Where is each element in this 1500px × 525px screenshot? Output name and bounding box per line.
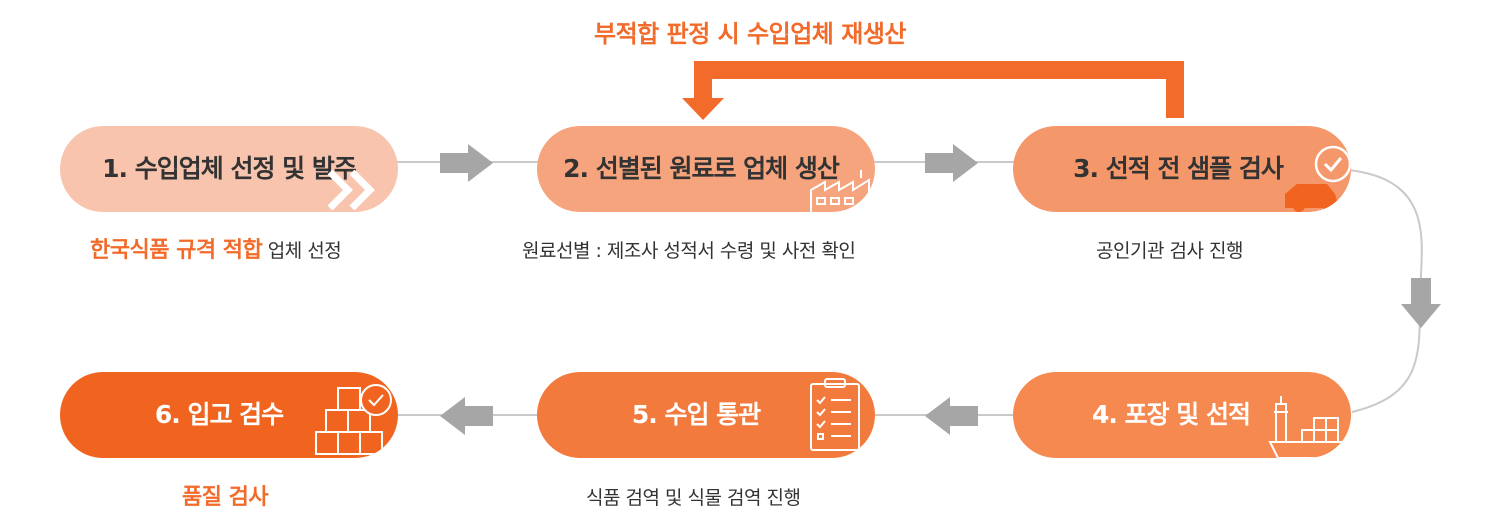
step-1-label: 1. 수입업체 선정 및 발주 [102,154,357,183]
feedback-label: 부적합 판정 시 수입업체 재생산 [594,20,906,48]
step-3-label: 3. 선적 전 샘플 검사 [1073,154,1284,183]
step-2-label: 2. 선별된 원료로 업체 생산 [563,154,840,183]
feedback-arrow-head [682,98,724,120]
step-6-label: 6. 입고 검수 [154,400,284,429]
step-1: 1. 수입업체 선정 및 발주 [60,126,398,212]
step-1-highlight: 한국식품 규격 적합 [90,238,263,263]
step-2: 2. 선별된 원료로 업체 생산 [537,126,875,212]
connector-curve-3-4 [1347,169,1423,413]
step-6: 6. 입고 검수 [60,372,398,458]
arrow-left-5-6 [440,397,493,435]
arrow-down-3-4 [1401,278,1441,328]
cargo-ship-icon [1268,396,1351,458]
double-chevron-icon [327,170,375,210]
step-3-description: 공인기관 검사 진행 [1096,240,1243,262]
arrow-right-2-3 [925,144,978,182]
arrow-right-1-2 [440,144,493,182]
factory-icon [810,170,870,212]
step-1-description-rest: 업체 선정 [262,240,342,262]
truck-check-icon [1285,145,1351,212]
step-1-description: 한국식품 규격 적합 업체 선정 [90,232,342,264]
step-3: 3. 선적 전 샘플 검사 [1013,126,1351,212]
step-5-description: 식품 검역 및 식물 검역 진행 [586,487,801,509]
step-4: 4. 포장 및 선적 [1013,372,1351,458]
boxes-check-icon [315,384,392,455]
step-4-label: 4. 포장 및 선적 [1091,400,1251,429]
step-6-description: 품질 검사 [182,485,269,510]
feedback-arrow-line [694,61,1184,118]
step-2-description: 원료선별 : 제조사 성적서 수령 및 사전 확인 [522,240,856,262]
step-5-label: 5. 수입 통관 [631,400,761,429]
step-5: 5. 수입 통관 [537,372,875,458]
clipboard-checklist-icon [810,378,860,451]
arrow-left-4-5 [925,397,978,435]
